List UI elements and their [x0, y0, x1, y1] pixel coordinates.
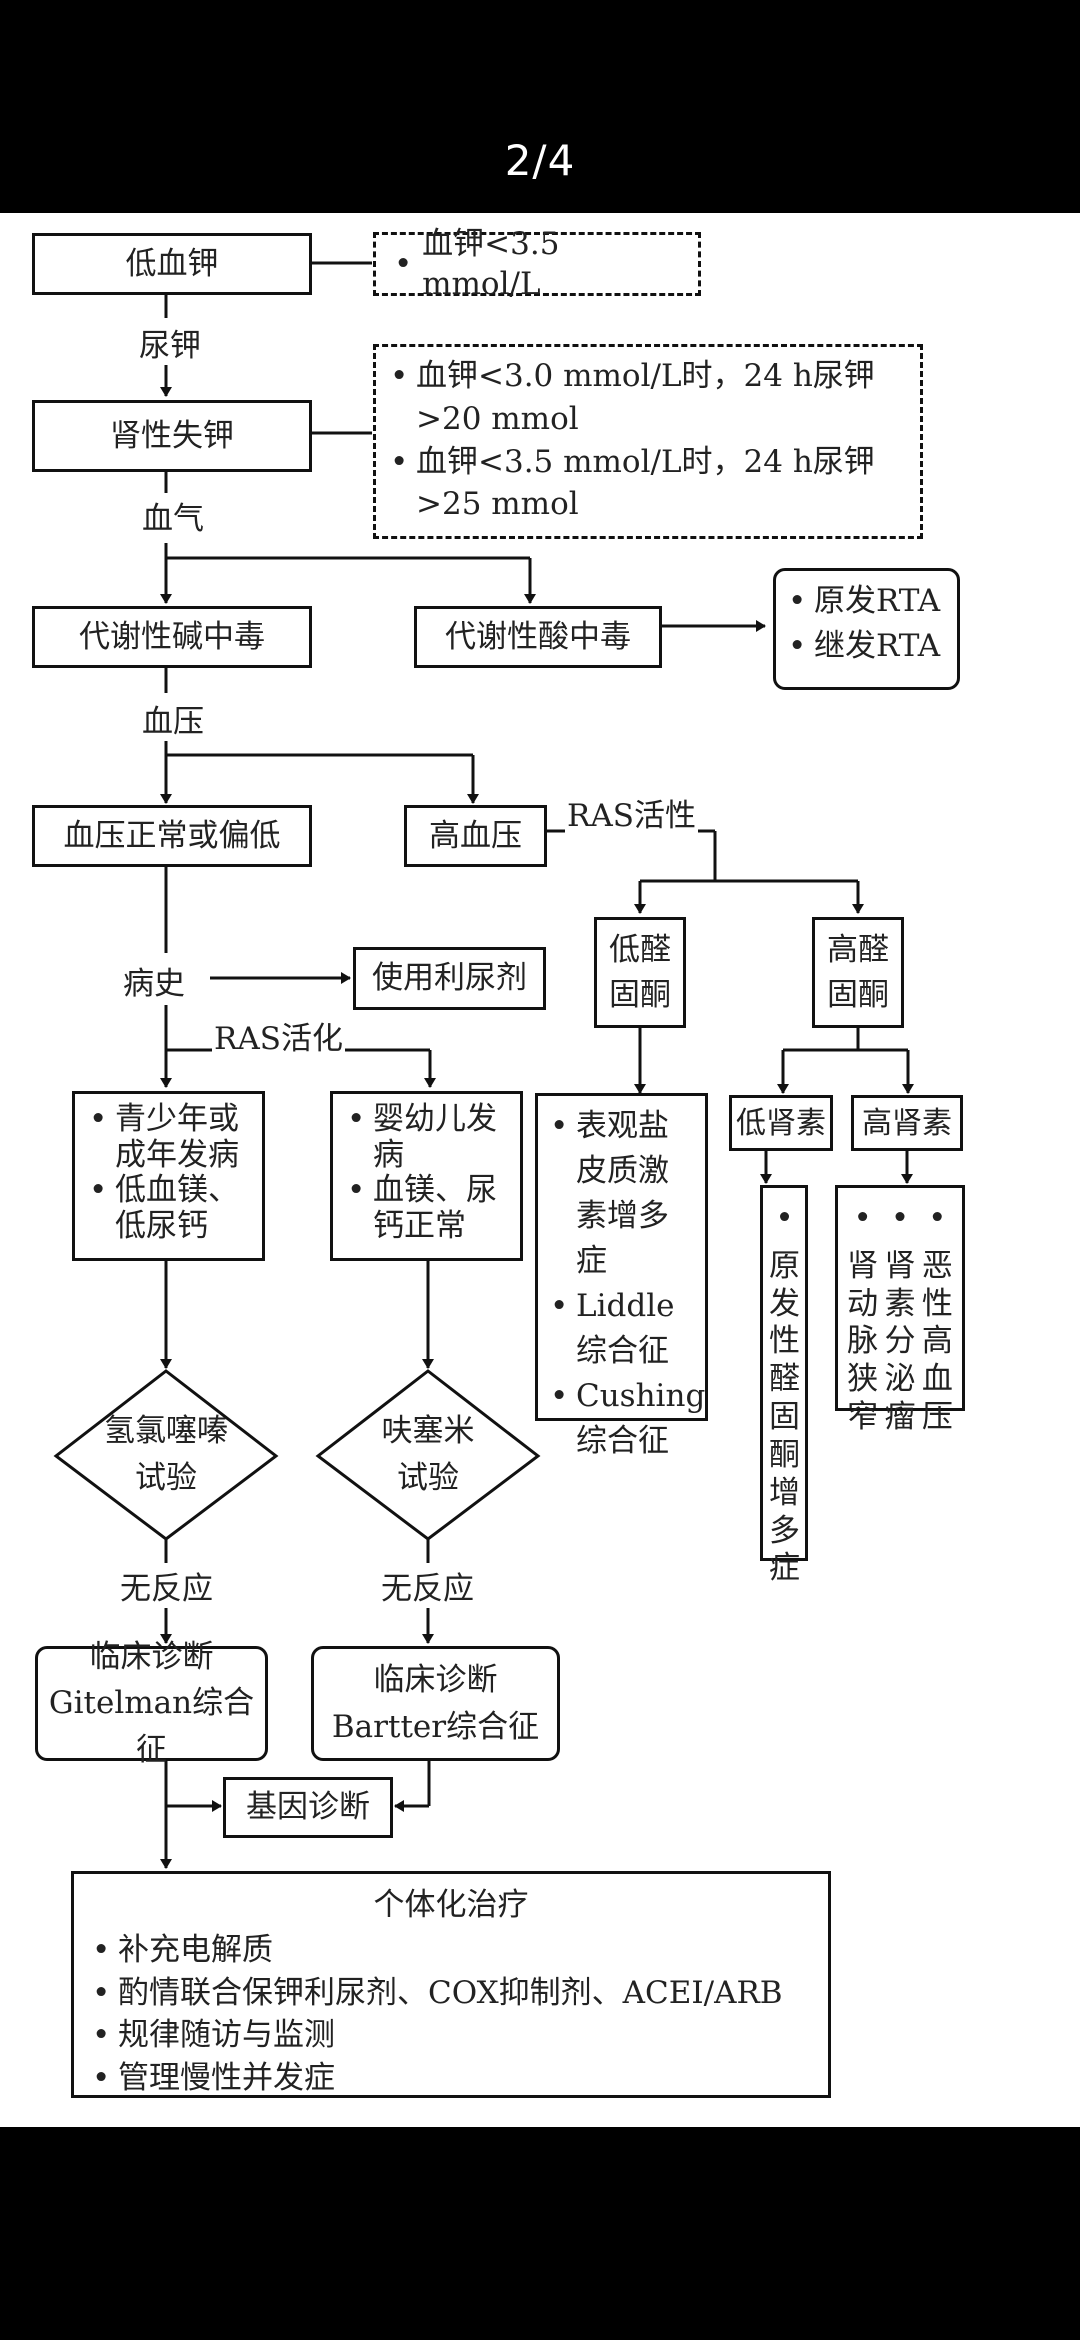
- vertical-char: 压: [921, 1399, 953, 1436]
- vertical-char: 症: [769, 1550, 800, 1587]
- vertical-char: 血: [921, 1361, 953, 1398]
- vertical-char: 动: [847, 1285, 879, 1322]
- vertical-char: 素: [884, 1285, 916, 1322]
- urine-potassium-label: 尿钾: [137, 320, 203, 365]
- vertical-cause: •原发性醛固酮增多症: [769, 1200, 800, 1587]
- low-aldosterone-box: 低醛固酮: [594, 917, 686, 1028]
- metabolic-alkalosis-box: 代谢性碱中毒: [32, 606, 312, 668]
- bartter-diagnosis-box: 临床诊断 Bartter综合征: [311, 1646, 560, 1761]
- criteria-item: •血钾<3.0 mmol/L时，24 h尿钾>20 mmol: [390, 358, 875, 437]
- vertical-cause: •肾动脉狭窄: [847, 1200, 879, 1436]
- viewer-bottom-bar: [0, 2127, 1080, 2340]
- individualized-treatment-box: 个体化治疗 •补充电解质 •酌情联合保钾利尿剂、COX抑制剂、ACEI/ARB …: [71, 1871, 831, 2098]
- bp-normal-low-box: 血压正常或偏低: [32, 805, 312, 867]
- vertical-char: 泌: [884, 1361, 916, 1398]
- vertical-char: 脉: [847, 1323, 879, 1360]
- cause-item: •Cushing综合征: [550, 1377, 706, 1459]
- cause-item: •表观盐皮质激素增多症: [550, 1108, 669, 1279]
- feature-item: •婴幼儿发病: [347, 1101, 497, 1173]
- vertical-char: 发: [769, 1285, 800, 1322]
- vertical-char: 原: [769, 1247, 800, 1284]
- vertical-char: 肾: [884, 1247, 916, 1284]
- renal-loss-box: 肾性失钾: [32, 400, 312, 472]
- treatment-item: •规律随访与监测: [92, 2017, 335, 2054]
- treatment-title: 个体化治疗: [373, 1887, 529, 1923]
- criteria-item: •血钾<3.5 mmol/L时，24 h尿钾>25 mmol: [390, 443, 875, 523]
- vertical-char: 醛: [769, 1361, 800, 1398]
- treatment-item: •补充电解质: [92, 1931, 273, 1968]
- treatment-item: •酌情联合保钾利尿剂、COX抑制剂、ACEI/ARB: [92, 1974, 783, 2011]
- hypertension-box: 高血压: [404, 805, 547, 867]
- vertical-cause: •肾素分泌瘤: [884, 1200, 916, 1436]
- feature-item: •青少年或成年发病: [89, 1101, 239, 1173]
- history-label: 病史: [121, 958, 187, 1003]
- vertical-char: 狭: [847, 1361, 879, 1398]
- feature-item: •低血镁、低尿钙: [89, 1172, 239, 1244]
- low-aldosterone-causes-box: •表观盐皮质激素增多症 •Liddle综合征 •Cushing综合征: [535, 1093, 708, 1459]
- rta-item: •继发RTA: [788, 627, 941, 664]
- vertical-char: 固: [769, 1399, 800, 1436]
- vertical-char: 增: [769, 1474, 800, 1511]
- thiazide-test-label: 氢氯噻嗪 试验: [104, 1413, 228, 1496]
- viewer-top-bar: 2/4: [0, 0, 1080, 213]
- ras-activation-label: RAS活化: [212, 1013, 345, 1058]
- high-aldosterone-box: 高醛固酮: [812, 917, 904, 1028]
- gitelman-features-box: •青少年或成年发病 •低血镁、低尿钙: [72, 1091, 265, 1261]
- vertical-char: 恶: [921, 1247, 953, 1284]
- furosemide-test-label: 呋塞米 试验: [381, 1413, 475, 1496]
- vertical-char: 高: [921, 1323, 953, 1360]
- vertical-char: 窄: [847, 1399, 879, 1436]
- vertical-char: 多: [769, 1512, 800, 1549]
- no-response-label: 无反应: [379, 1563, 476, 1608]
- page-counter: 2/4: [504, 136, 576, 185]
- high-renin-causes-box: •肾动脉狭窄 •肾素分泌瘤 •恶性高血压: [835, 1185, 965, 1436]
- feature-item: •血镁、尿钙正常: [347, 1172, 497, 1244]
- vertical-char: 分: [884, 1323, 916, 1360]
- vertical-char: 酮: [769, 1436, 800, 1473]
- rta-item: •原发RTA: [788, 583, 941, 619]
- rta-list-box: •原发RTA •继发RTA: [773, 568, 960, 690]
- gitelman-diagnosis-box: 临床诊断 Gitelman综合征: [35, 1639, 268, 1768]
- no-response-label: 无反应: [118, 1563, 215, 1608]
- vertical-char: 瘤: [884, 1399, 916, 1436]
- bullet: •: [394, 245, 423, 282]
- blood-gas-label: 血气: [140, 493, 206, 538]
- vertical-char: 性: [769, 1323, 800, 1360]
- hypokalemia-criteria-box: • 血钾<3.5 mmol/L: [373, 226, 701, 302]
- low-renin-box: 低肾素: [729, 1095, 833, 1151]
- cause-item: •Liddle综合征: [550, 1287, 675, 1369]
- bartter-features-box: •婴幼儿发病 •血镁、尿钙正常: [330, 1091, 523, 1261]
- vertical-cause: •恶性高血压: [921, 1200, 953, 1436]
- renal-loss-criteria-box: •血钾<3.0 mmol/L时，24 h尿钾>20 mmol •血钾<3.5 m…: [373, 344, 923, 539]
- low-renin-causes-box: •原发性醛固酮增多症: [760, 1185, 808, 1587]
- treatment-item: •管理慢性并发症: [92, 2060, 335, 2097]
- genetic-diagnosis-box: 基因诊断: [223, 1777, 393, 1838]
- blood-pressure-label: 血压: [140, 696, 206, 741]
- vertical-char: 肾: [847, 1247, 879, 1284]
- vertical-char: 性: [921, 1285, 953, 1322]
- ras-activity-label: RAS活性: [565, 790, 698, 835]
- high-renin-box: 高肾素: [851, 1095, 963, 1151]
- metabolic-acidosis-box: 代谢性酸中毒: [414, 606, 662, 668]
- hypokalemia-box: 低血钾: [32, 233, 312, 295]
- diuretic-use-box: 使用利尿剂: [353, 947, 546, 1010]
- flowchart-canvas: 低血钾 • 血钾<3.5 mmol/L 尿钾 肾性失钾 •血钾<3.0 mmol…: [0, 213, 1080, 2127]
